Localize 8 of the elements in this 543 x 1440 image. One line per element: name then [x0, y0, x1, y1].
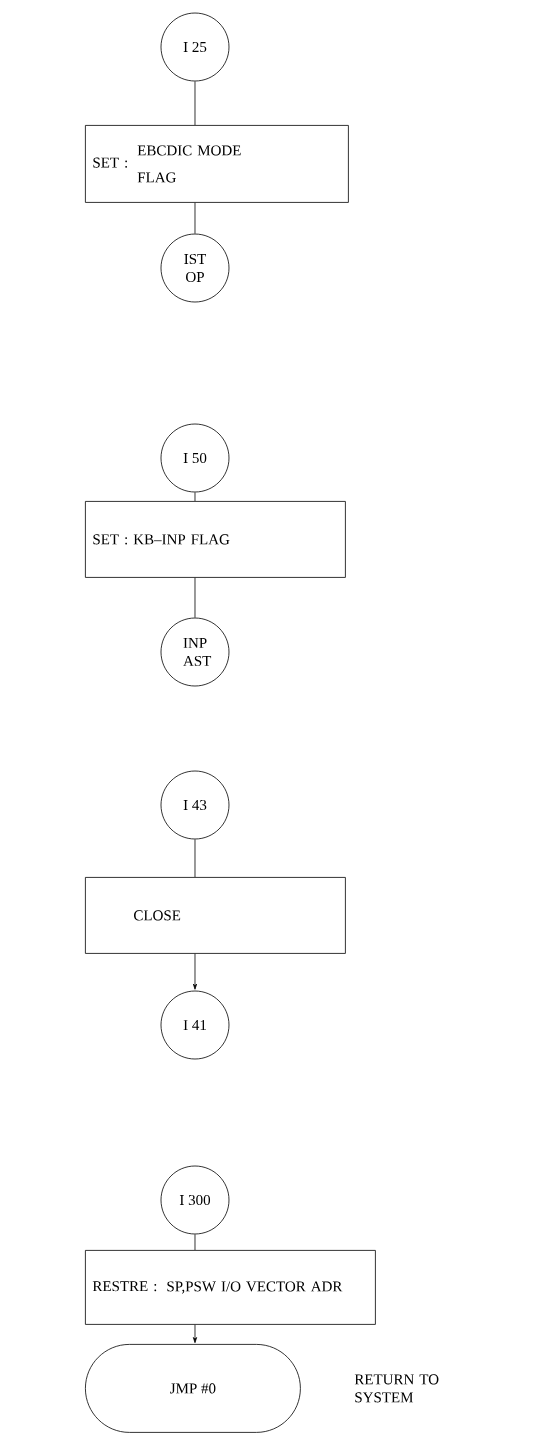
process-box: RESTRE : SP,PSW I/O VECTOR ADR: [85, 1250, 376, 1325]
terminal-box: JMP #0: [85, 1344, 301, 1433]
process-box: SET : KB–INP FLAG: [85, 501, 346, 578]
arrow: [192, 1324, 198, 1344]
process-box: SET : EBCDIC MODE FLAG: [85, 125, 349, 203]
side-note: RETURN TO SYSTEM: [354, 1374, 439, 1403]
process-box: CLOSE: [85, 877, 346, 954]
arrow: [192, 953, 198, 990]
